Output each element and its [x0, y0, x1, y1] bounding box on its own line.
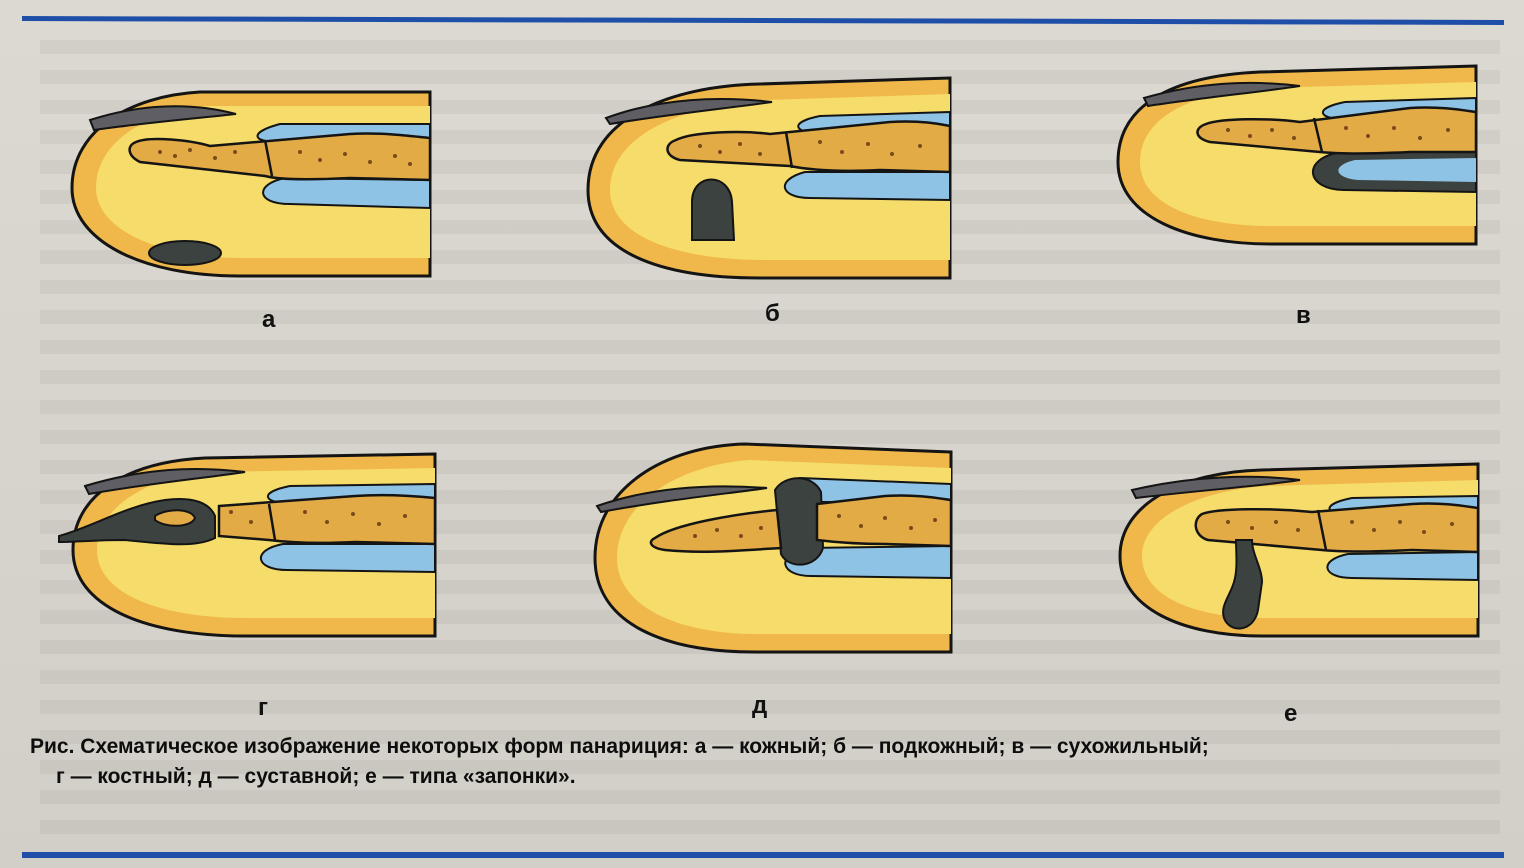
- panel-v-tendon-felon: [1110, 62, 1482, 248]
- panel-g-bone-felon: [55, 446, 440, 640]
- caption-line-2: г — костный; д — суставной; е — типа «за…: [30, 762, 1500, 792]
- panel-label-e: е: [1284, 700, 1297, 728]
- panel-label-a: а: [262, 306, 275, 334]
- top-blue-rule: [22, 16, 1504, 25]
- panel-e-collar-button-felon: [1112, 460, 1484, 656]
- panel-label-b: б: [765, 300, 780, 328]
- panel-label-v: в: [1296, 302, 1311, 330]
- panel-d-joint-felon: [585, 438, 955, 658]
- panel-label-d: д: [752, 692, 767, 720]
- figure-caption: Рис. Схематическое изображение некоторых…: [30, 732, 1500, 792]
- panel-b-subcutaneous-felon: [580, 72, 960, 282]
- caption-line-1: Рис. Схематическое изображение некоторых…: [30, 732, 1500, 762]
- bottom-blue-rule: [22, 852, 1504, 858]
- panel-label-g: г: [258, 694, 268, 722]
- panel-a-skin-felon: [50, 80, 440, 280]
